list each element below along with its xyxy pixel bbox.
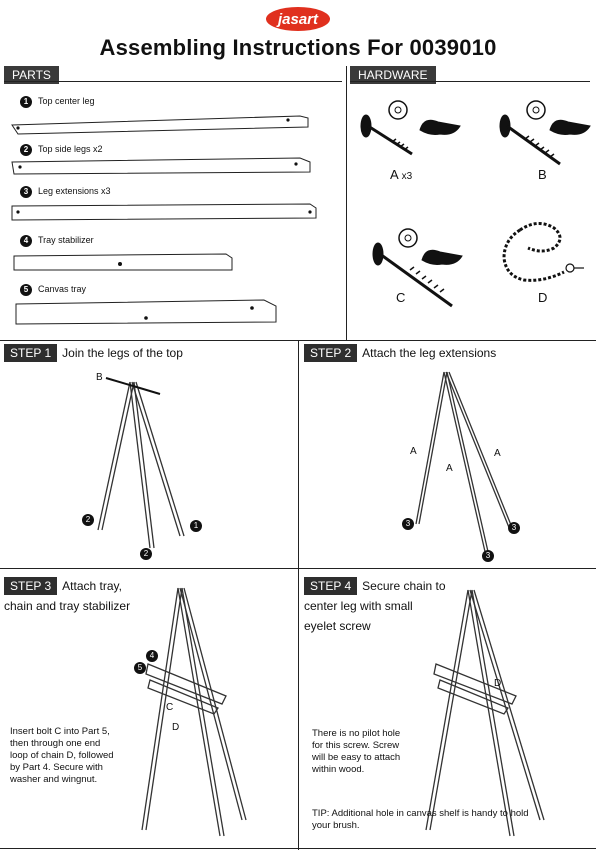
hardware-b-label: B bbox=[538, 167, 547, 182]
step2-label-a1: A bbox=[410, 446, 417, 457]
step1-easel bbox=[97, 377, 185, 549]
leg-extension-shape bbox=[11, 203, 317, 221]
step3-note: Insert bolt C into Part 5, then through … bbox=[10, 726, 114, 785]
canvas-tray-shape bbox=[15, 299, 277, 325]
parts-tab: PARTS bbox=[4, 66, 59, 84]
step2-label-3a: 3 bbox=[402, 518, 414, 530]
hardware-c-label: C bbox=[396, 290, 406, 305]
top-side-leg-shape bbox=[11, 157, 311, 175]
parts-rule bbox=[4, 81, 342, 82]
hardware-rule bbox=[350, 81, 590, 82]
tray-stabilizer-shape bbox=[13, 253, 233, 271]
step3-label-4: 4 bbox=[146, 650, 158, 662]
hardware-d-label: D bbox=[538, 290, 548, 305]
step1-label-2a: 2 bbox=[82, 514, 94, 526]
step3-label-d: D bbox=[172, 722, 180, 733]
step2-easel bbox=[415, 371, 514, 557]
hardware-tab: HARDWARE bbox=[350, 66, 436, 84]
divider-bottom bbox=[0, 848, 596, 849]
tip-note: TIP: Additional hole in canvas shelf is … bbox=[312, 808, 529, 831]
bolt-c bbox=[372, 228, 463, 308]
brand-logo: jasart bbox=[266, 7, 330, 31]
step4-note: There is no pilot hole for this screw. S… bbox=[312, 728, 401, 775]
chain-d bbox=[502, 222, 584, 282]
step2-label-a3: A bbox=[446, 463, 453, 474]
step3-easel bbox=[141, 587, 247, 837]
page-title: Assembling Instructions For 0039010 bbox=[99, 35, 497, 60]
bolt-a bbox=[360, 100, 461, 156]
step1-label-2b: 2 bbox=[140, 548, 152, 560]
step1-label-b: B bbox=[96, 372, 103, 383]
step3-label-c: C bbox=[166, 702, 174, 713]
step1-label-1: 1 bbox=[190, 520, 202, 532]
parts-hardware-divider bbox=[346, 66, 347, 340]
hardware-a-label: A x3 bbox=[390, 167, 413, 182]
step3-label-5: 5 bbox=[134, 662, 146, 674]
step2-label-3b: 3 bbox=[508, 522, 520, 534]
step2-label-3c: 3 bbox=[482, 550, 494, 562]
step2-label-a2: A bbox=[494, 448, 501, 459]
step4-label-d: D bbox=[494, 678, 502, 689]
bolt-b bbox=[499, 100, 591, 166]
top-center-leg-shape bbox=[11, 115, 309, 135]
steps-divider bbox=[298, 340, 299, 850]
divider-mid bbox=[0, 568, 596, 569]
